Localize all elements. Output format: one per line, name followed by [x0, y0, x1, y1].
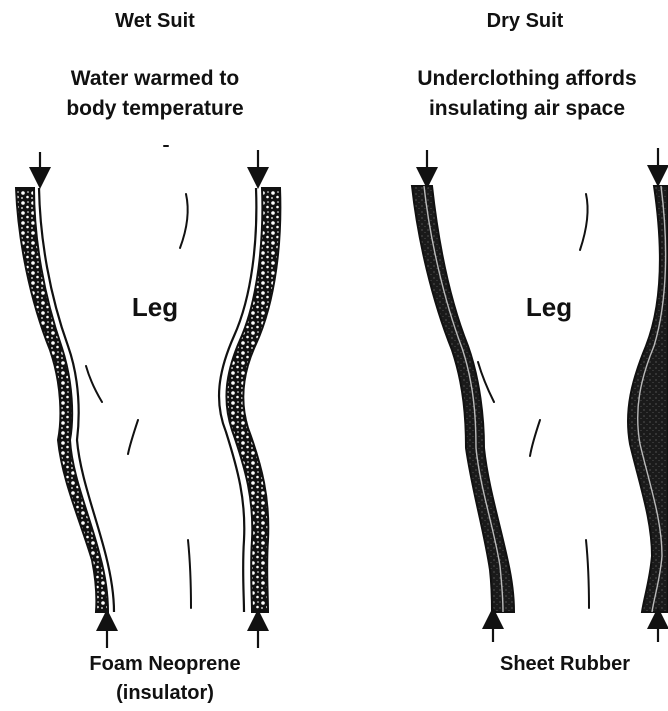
wet-suit-arrows: [40, 150, 258, 648]
wet-suit-right-wall: [219, 188, 280, 612]
dry-suit-left-wall: [412, 186, 514, 612]
wet-suit-left-wall: [16, 188, 114, 612]
dry-suit-right-wall: [628, 186, 668, 612]
